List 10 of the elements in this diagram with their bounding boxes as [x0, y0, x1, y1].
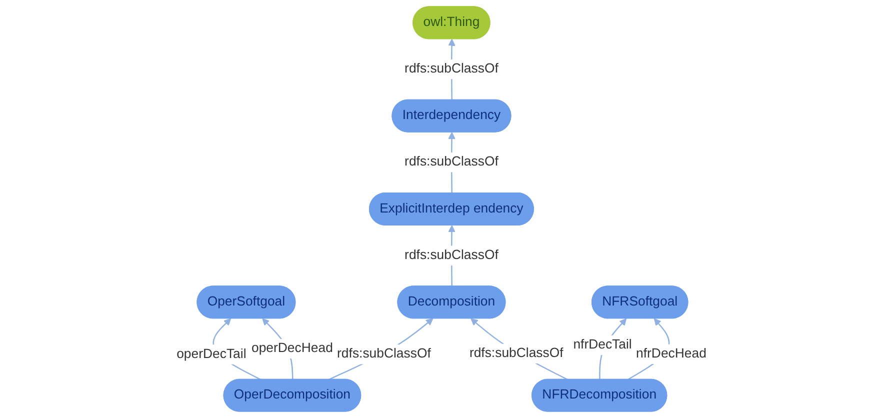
- edge-label: nfrDecTail: [574, 338, 632, 352]
- edge-label: nfrDecHead: [636, 346, 707, 361]
- edge-label: rdfs:subClassOf: [405, 154, 499, 170]
- arrow: [328, 318, 434, 380]
- edge-label: rdfs:subClassOf: [338, 346, 432, 361]
- edge-label: rdfs:subClassOf: [405, 248, 499, 262]
- edge-label: rdfs:subClassOf: [470, 346, 564, 360]
- edge-label: operDecTail: [177, 347, 247, 362]
- edge-label: rdfs:subClassOf: [405, 62, 499, 76]
- edge-label: operDecHead: [252, 341, 334, 356]
